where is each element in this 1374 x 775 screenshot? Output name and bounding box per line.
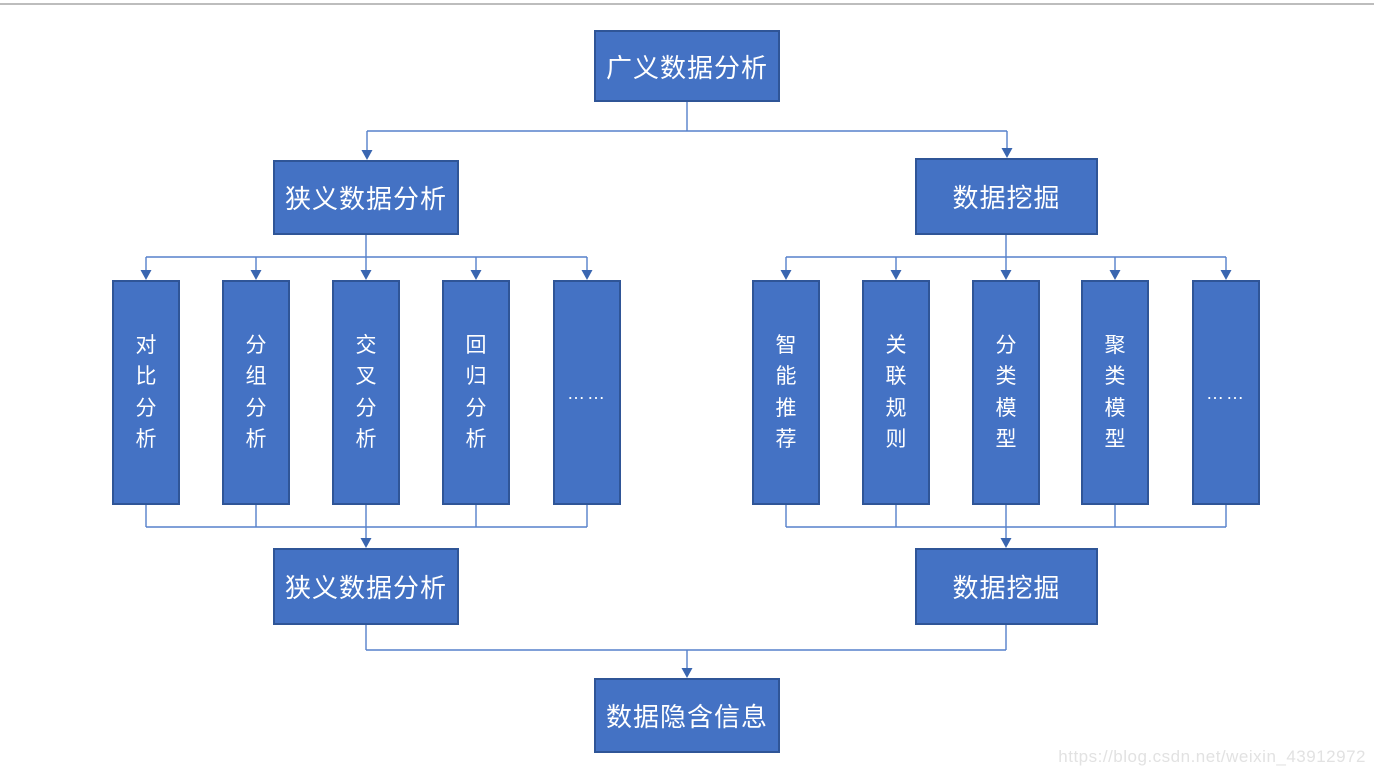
node-ellipsis-left: ……: [553, 280, 621, 505]
node-label: 关联规则: [885, 333, 907, 452]
node-label: 狭义数据分析: [284, 573, 447, 603]
node-clustering-model: 聚类模型: [1081, 280, 1149, 505]
top-divider-line: [0, 3, 1374, 5]
watermark-url: https://blog.csdn.net/weixin_43912972: [1058, 747, 1366, 766]
node-broad-data-analysis: 广义数据分析: [594, 30, 780, 102]
node-compare-analysis: 对比分析: [112, 280, 180, 505]
node-label: 数据挖掘: [952, 183, 1061, 213]
node-narrow-data-analysis-bottom: 狭义数据分析: [273, 548, 459, 625]
node-label: 广义数据分析: [605, 52, 768, 83]
node-association-rules: 关联规则: [862, 280, 930, 505]
node-label: 回归分析: [465, 333, 487, 452]
node-label: ……: [567, 382, 607, 403]
node-data-mining-bottom: 数据挖掘: [915, 548, 1098, 625]
node-label: 分组分析: [245, 333, 267, 452]
node-label: 数据隐含信息: [605, 702, 768, 732]
node-label: 狭义数据分析: [284, 184, 447, 214]
node-label: 智能推荐: [775, 333, 797, 452]
node-smart-recommend: 智能推荐: [752, 280, 820, 505]
node-cross-analysis: 交叉分析: [332, 280, 400, 505]
node-label: 分类模型: [995, 333, 1017, 452]
node-narrow-data-analysis-top: 狭义数据分析: [273, 160, 459, 235]
node-regression-analysis: 回归分析: [442, 280, 510, 505]
node-label: 对比分析: [135, 333, 157, 452]
node-group-analysis: 分组分析: [222, 280, 290, 505]
node-label: ……: [1206, 382, 1246, 403]
node-label: 数据挖掘: [952, 573, 1061, 603]
node-label: 交叉分析: [355, 333, 377, 452]
node-data-mining-top: 数据挖掘: [915, 158, 1098, 235]
node-classification-model: 分类模型: [972, 280, 1040, 505]
node-data-implicit-info: 数据隐含信息: [594, 678, 780, 753]
node-ellipsis-right: ……: [1192, 280, 1260, 505]
node-label: 聚类模型: [1104, 333, 1126, 452]
